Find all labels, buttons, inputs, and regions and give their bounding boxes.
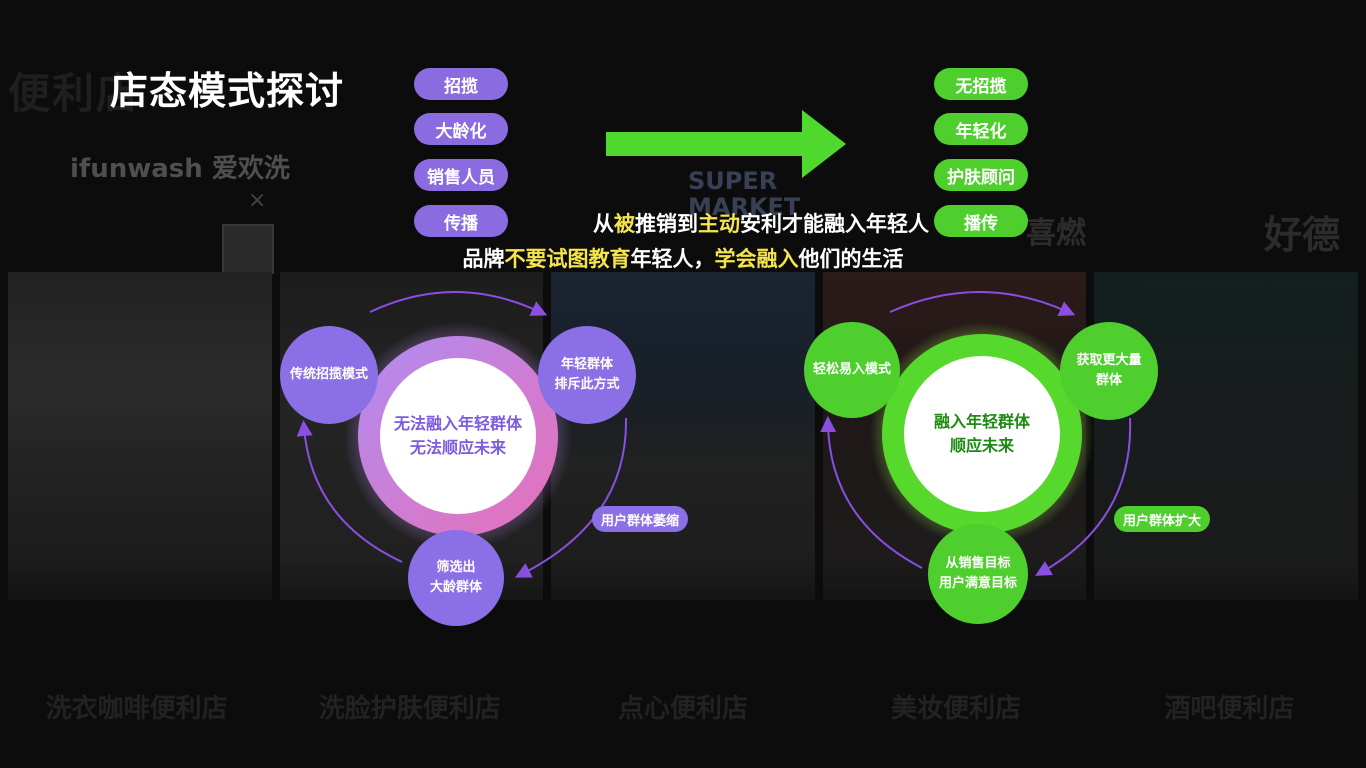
right-node-bottom: 从销售目标 用户满意目标 (928, 524, 1028, 624)
seven-eleven-logo (222, 224, 274, 274)
statement-text: 安利才能融入年轻人 (740, 212, 929, 236)
right-cycle-tag: 用户群体扩大 (1114, 506, 1210, 532)
background-logo: ifunwash 爱欢洗 (70, 154, 290, 184)
node-text: 用户满意目标 (938, 576, 1017, 591)
category-label: 洗脸护肤便利店 (318, 694, 501, 724)
node-text: 大龄群体 (429, 580, 482, 595)
statement-text: 从 (593, 212, 614, 236)
center-text: 顺应未来 (949, 436, 1014, 455)
statement-line-1: 从被推销到主动安利才能融入年轻人 (0, 208, 1366, 238)
left-cycle-center: 无法融入年轻群体 无法顺应未来 (380, 358, 536, 514)
supermarket-sign: SUPER MARKET (688, 167, 801, 221)
store-photo-bar (1094, 272, 1358, 600)
page-title: 店态模式探讨 (110, 69, 345, 113)
store-photo-laundry (8, 272, 272, 600)
highlight-text: 主动 (698, 212, 740, 236)
right-cycle-center: 融入年轻群体 顺应未来 (904, 356, 1060, 512)
background-cross: × (248, 188, 267, 213)
center-text: 无法融入年轻群体 (393, 414, 522, 433)
node-text: 排斥此方式 (554, 377, 620, 392)
highlight-text: 被 (614, 212, 635, 236)
category-label: 酒吧便利店 (1164, 694, 1295, 724)
node-text: 传统招揽模式 (289, 367, 368, 382)
left-node-bottom: 筛选出 大龄群体 (408, 530, 504, 626)
right-pill: 年轻化 (934, 113, 1028, 145)
right-node-top-right: 获取更大量 群体 (1060, 322, 1158, 420)
node-text: 轻松易入模式 (812, 362, 891, 377)
node-text: 年轻群体 (560, 357, 613, 372)
left-pill: 传播 (414, 205, 508, 237)
highlight-text: 学会融入 (714, 247, 799, 271)
node-text: 获取更大量 (1076, 353, 1142, 368)
background-fade (0, 560, 1366, 768)
store-sign-xiran: 喜燃 (1026, 216, 1086, 251)
category-label: 点心便利店 (617, 694, 748, 724)
right-pill: 无招揽 (934, 68, 1028, 100)
node-text: 筛选出 (436, 560, 476, 575)
store-sign-haode: 好德 (1264, 213, 1341, 257)
highlight-text: 不要试图教育 (504, 247, 631, 271)
store-categories: 洗衣咖啡便利店 洗脸护肤便利店 点心便利店 美妆便利店 酒吧便利店 (0, 688, 1366, 725)
node-text: 从销售目标 (945, 556, 1011, 571)
statement-text: 品牌 (462, 247, 505, 271)
right-pill: 播传 (934, 205, 1028, 237)
category-label: 洗衣咖啡便利店 (45, 694, 228, 724)
transition-arrow-icon (606, 110, 846, 178)
statement-line-2: 品牌不要试图教育年轻人，学会融入他们的生活 (0, 243, 1366, 273)
background-title: 便利店 (8, 69, 141, 118)
left-pill: 招揽 (414, 68, 508, 100)
category-label: 美妆便利店 (891, 694, 1022, 724)
node-text: 群体 (1095, 373, 1122, 388)
statement-text: 推销到 (635, 212, 698, 236)
left-node-top-right: 年轻群体 排斥此方式 (538, 326, 636, 424)
left-pill: 大龄化 (414, 113, 508, 145)
left-node-top-left: 传统招揽模式 (280, 326, 378, 424)
right-pill: 护肤顾问 (934, 159, 1028, 191)
left-cycle-tag: 用户群体萎缩 (592, 506, 688, 532)
center-text: 无法顺应未来 (409, 438, 506, 457)
right-node-top-left: 轻松易入模式 (804, 322, 900, 418)
statement-text: 他们的生活 (798, 247, 904, 271)
center-text: 融入年轻群体 (933, 412, 1030, 431)
statement-text: 年轻人， (630, 247, 715, 271)
left-pill: 销售人员 (414, 159, 508, 191)
